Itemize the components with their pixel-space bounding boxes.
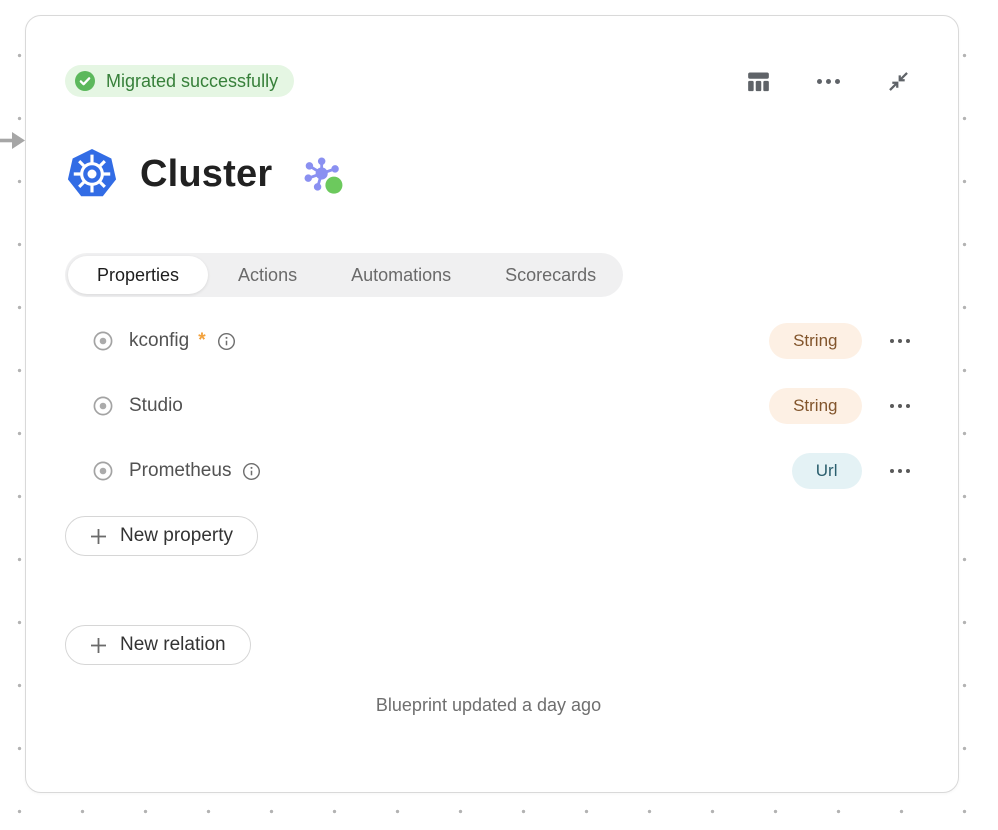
migration-status-badge: Migrated successfully (65, 65, 294, 97)
blueprint-title: Cluster (140, 153, 272, 196)
tab-automations[interactable]: Automations (324, 253, 478, 297)
tab-properties[interactable]: Properties (68, 256, 208, 294)
property-radio-icon (93, 461, 113, 481)
kubernetes-icon (65, 147, 119, 201)
collapse-icon (885, 68, 912, 95)
relations-graph-icon[interactable] (303, 156, 345, 198)
property-type-badge: String (769, 323, 861, 359)
property-radio-icon (93, 396, 113, 416)
new-relation-label: New relation (120, 634, 226, 656)
property-menu-button[interactable] (888, 335, 913, 348)
new-property-label: New property (120, 525, 233, 547)
property-radio-icon (93, 331, 113, 351)
plus-icon (90, 528, 107, 545)
table-view-button[interactable] (745, 68, 772, 95)
plus-icon (90, 637, 107, 654)
info-icon[interactable] (242, 462, 261, 481)
check-circle-icon (74, 70, 96, 92)
property-menu-button[interactable] (888, 400, 913, 413)
property-row: kconfig * String (65, 321, 912, 361)
blueprint-card: Migrated successfully (25, 15, 959, 793)
property-row: Studio String (65, 386, 912, 426)
property-list: kconfig * String Studio (65, 321, 912, 491)
property-row: Prometheus Url (65, 451, 912, 491)
header-actions (745, 68, 912, 95)
more-options-button[interactable] (817, 68, 840, 95)
tab-scorecards[interactable]: Scorecards (478, 253, 623, 297)
tabs: PropertiesActionsAutomationsScorecards (65, 253, 623, 297)
table-view-icon (745, 68, 772, 95)
property-name: Prometheus (129, 460, 231, 482)
property-type-badge: String (769, 388, 861, 424)
property-name: Studio (129, 395, 183, 417)
migration-status-label: Migrated successfully (106, 71, 278, 92)
required-asterisk: * (198, 330, 205, 352)
more-options-icon (817, 79, 822, 84)
info-icon[interactable] (217, 332, 236, 351)
property-menu-button[interactable] (888, 465, 913, 478)
property-name: kconfig (129, 330, 189, 352)
card-header: Migrated successfully (65, 65, 912, 97)
edge-connector-arrow-icon (0, 129, 26, 152)
new-relation-button[interactable]: New relation (65, 625, 251, 665)
blueprint-updated-text: Blueprint updated a day ago (65, 695, 912, 716)
new-property-button[interactable]: New property (65, 516, 258, 556)
collapse-button[interactable] (885, 68, 912, 95)
property-type-badge: Url (792, 453, 862, 489)
blueprint-title-row: Cluster (65, 147, 912, 201)
tab-actions[interactable]: Actions (211, 253, 324, 297)
